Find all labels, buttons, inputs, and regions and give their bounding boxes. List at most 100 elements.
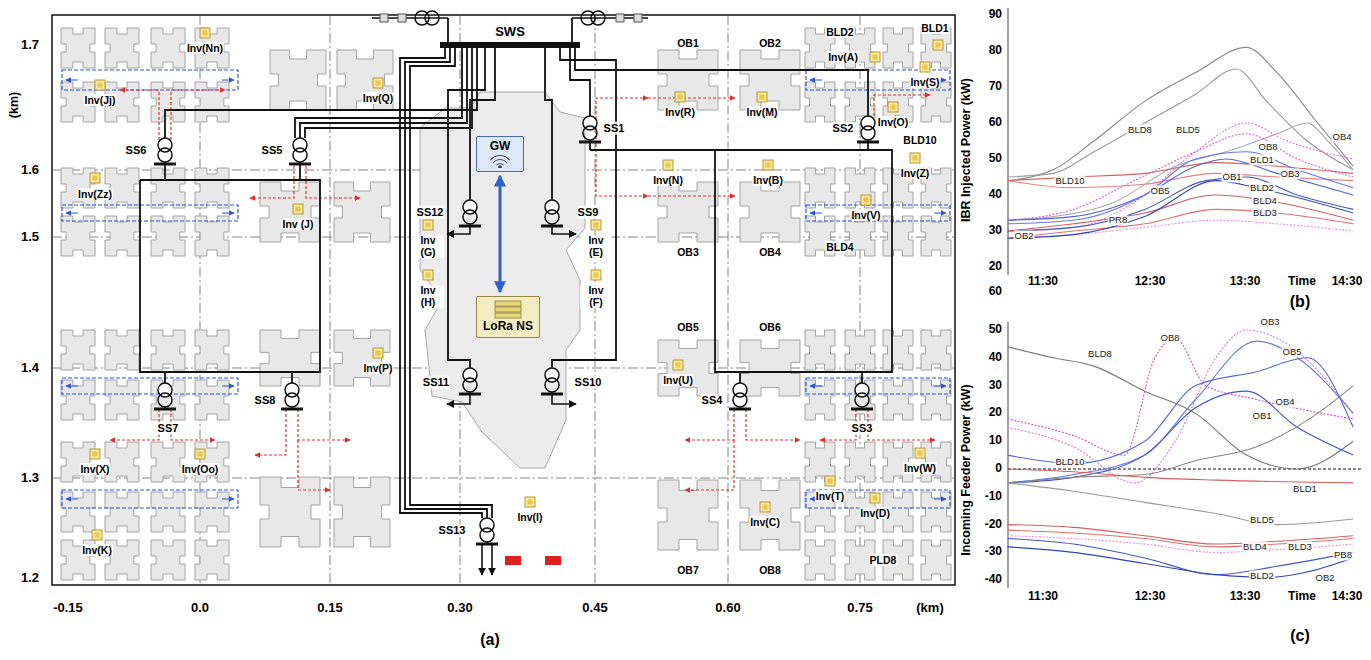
- inverter-link: [306, 166, 360, 198]
- feeder-wire: [299, 164, 301, 180]
- storage-unit: [545, 556, 561, 565]
- buildings: [61, 28, 951, 580]
- gateway-box: GW: [476, 136, 524, 172]
- grid-line: [52, 478, 955, 479]
- inverter-panel: [891, 105, 896, 110]
- axis-title: (km): [7, 91, 21, 119]
- building-outline: [61, 492, 95, 532]
- building-outline: [740, 340, 800, 396]
- transformer-symbol: [851, 383, 873, 409]
- transformer-winding: [861, 126, 875, 140]
- curve-label: BLD1: [1249, 155, 1275, 166]
- building-outline: [740, 50, 800, 110]
- building-outline: [105, 330, 139, 370]
- building-outline: [270, 50, 326, 110]
- building-outline: [921, 330, 951, 370]
- inverter-label: Inv(M): [746, 106, 779, 118]
- axis-tick: 20: [988, 260, 1003, 274]
- building-outline: [61, 380, 95, 420]
- cluster-box: [806, 70, 950, 90]
- cluster-box: [806, 205, 950, 221]
- cluster-arrow: [66, 386, 78, 387]
- cluster-arrow: [934, 386, 946, 387]
- inverter-panel: [296, 207, 301, 212]
- inverter-body: [663, 160, 673, 170]
- inverter-icon: [915, 448, 925, 458]
- substation-label: SS2: [832, 122, 855, 135]
- grid-line: [330, 15, 331, 585]
- inverter-body: [870, 493, 880, 503]
- power-curve: [1007, 347, 1353, 469]
- cluster-box: [806, 378, 950, 394]
- substation-label: SS7: [157, 422, 180, 435]
- feeder-wire: [410, 45, 492, 518]
- curve-label: BLD8: [1127, 125, 1153, 136]
- inverter-links: [110, 90, 935, 490]
- curve-label: OB4: [1274, 397, 1295, 408]
- cluster-box: [62, 378, 238, 394]
- inverter-panel: [376, 351, 381, 356]
- breaker-symbol: [616, 14, 624, 22]
- building-outline: [105, 216, 139, 256]
- inverter-icon: [591, 220, 601, 230]
- transformer-winding: [545, 210, 559, 224]
- feeder-wire: [164, 372, 166, 383]
- substation-label: SS11: [422, 376, 450, 389]
- server-slot: [495, 307, 521, 312]
- axis-tick: 11:30: [1027, 275, 1059, 289]
- curve-label: PB8: [1333, 550, 1353, 561]
- inverter-panel: [828, 479, 833, 484]
- cluster-boxes: [62, 70, 950, 508]
- building-outline: [105, 442, 139, 482]
- panel-label: (c): [1289, 627, 1311, 645]
- axis-tick: 60: [988, 285, 1003, 299]
- inverter-icon: [861, 195, 871, 205]
- axis-tick: 1.6: [20, 163, 40, 178]
- building-outline: [334, 477, 390, 547]
- inverter-icon: [760, 502, 770, 512]
- inverter-body: [423, 220, 433, 230]
- building-outline: [883, 216, 913, 256]
- feeder-wire: [739, 372, 741, 383]
- building-label: OB7: [676, 564, 700, 576]
- building-label: OB4: [758, 246, 782, 258]
- bus-label: SWS: [494, 25, 526, 40]
- axis-tick: 0.30: [446, 601, 473, 616]
- inverter-label: Inv (J): [282, 218, 315, 230]
- substation-label: SS9: [577, 206, 600, 219]
- axis-tick: 40: [988, 188, 1003, 202]
- axis-tick: -40: [984, 573, 1003, 587]
- transformer-symbol: [541, 200, 563, 226]
- cluster-arrow: [66, 80, 78, 81]
- transformer-winding: [463, 210, 477, 224]
- feeder-wire: [140, 180, 320, 372]
- curve-label: BLD5: [1175, 125, 1201, 136]
- charts: [1007, 8, 1362, 588]
- building-label: OB8: [758, 564, 782, 576]
- axis-tick: 13:30: [1229, 275, 1262, 289]
- substation-label: SS1: [603, 122, 626, 135]
- axis-tick: 12:30: [1134, 590, 1167, 604]
- inverter-body: [888, 102, 898, 112]
- inverter-icon: [910, 153, 920, 163]
- building-outline: [151, 168, 185, 208]
- curve-label: BLD8: [1087, 349, 1113, 360]
- transformer-winding: [583, 126, 597, 140]
- cluster-arrow: [810, 386, 822, 387]
- inverter-label: Inv(N): [652, 174, 684, 186]
- axis-tick: -20: [984, 518, 1003, 532]
- antenna-dot: [498, 165, 502, 168]
- axis-tick: 12:30: [1134, 275, 1167, 289]
- inverter-body: [920, 62, 930, 72]
- inverter-panel: [594, 273, 599, 278]
- building-outline: [195, 492, 229, 532]
- inverter-icon: [525, 497, 535, 507]
- inverter-label: Inv(Z): [900, 167, 931, 179]
- substation-bar: [154, 163, 176, 166]
- axis-tick: 90: [988, 8, 1003, 22]
- cluster-arrow: [66, 499, 78, 500]
- inverter-body: [525, 497, 535, 507]
- inverter-link: [648, 97, 735, 98]
- inverter-link: [685, 440, 734, 490]
